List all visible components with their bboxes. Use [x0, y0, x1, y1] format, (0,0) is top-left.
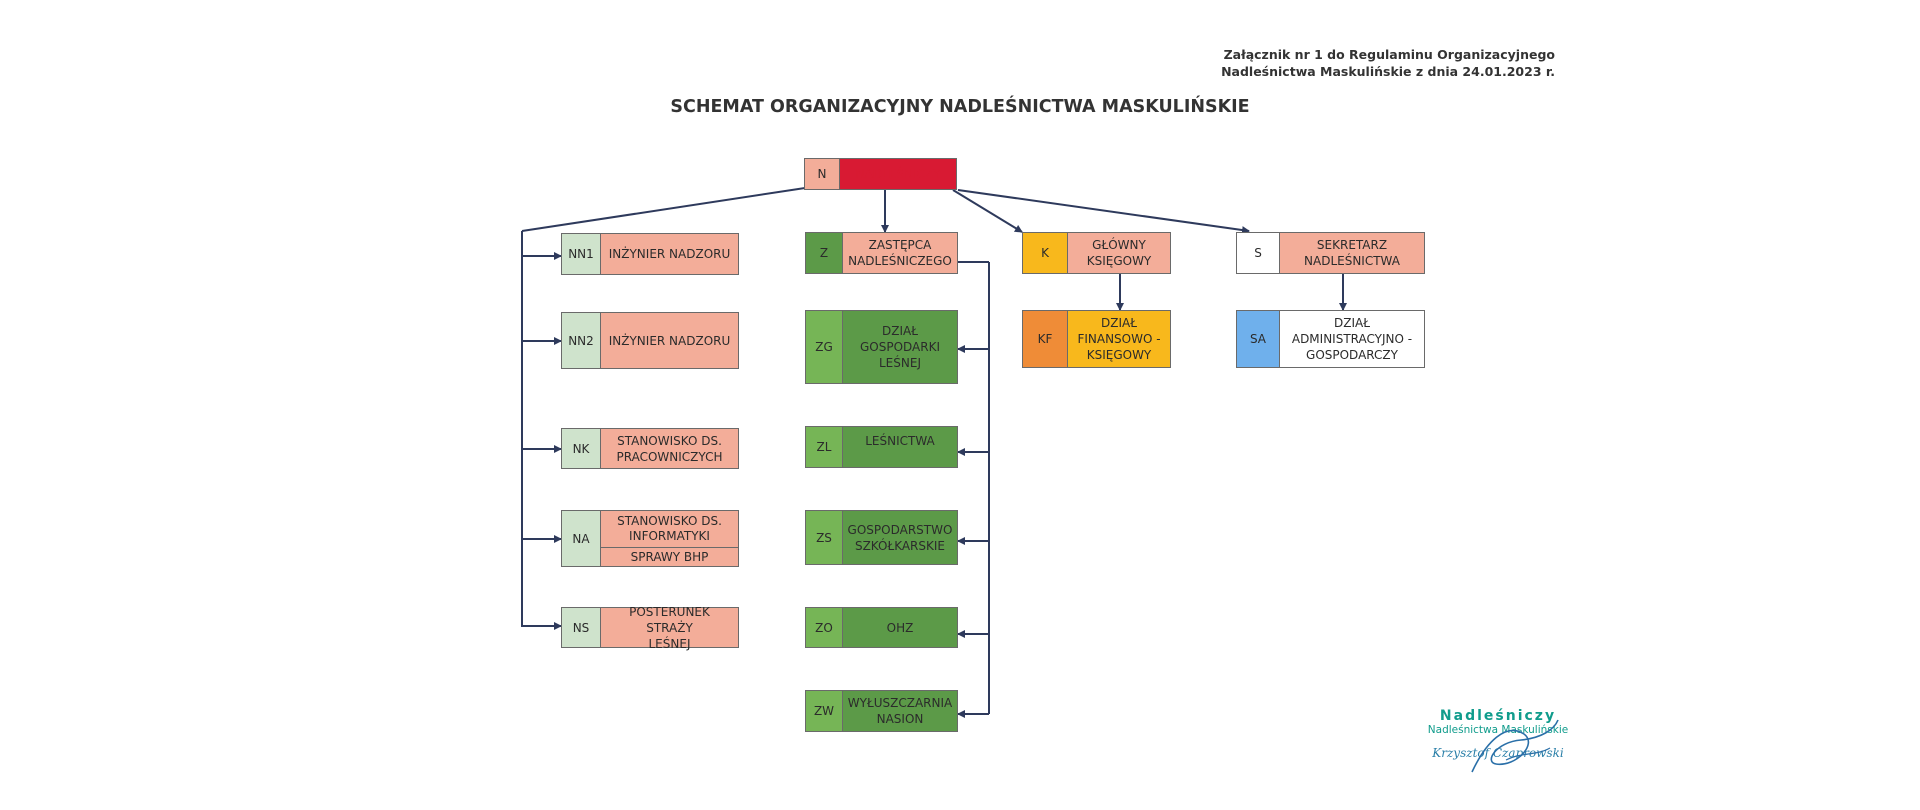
unit-code: NK: [562, 429, 601, 468]
unit-label: DZIAŁ ADMINISTRACYJNO - GOSPODARCZY: [1280, 311, 1424, 367]
unit-label: DZIAŁ GOSPODARKI LEŚNEJ: [843, 311, 957, 383]
unit-label: GOSPODARSTWO SZKÓŁKARSKIE: [843, 511, 957, 564]
unit-zl: ZL LEŚNICTWA: [805, 426, 958, 468]
unit-zw: ZW WYŁUSZCZARNIA NASION: [805, 690, 958, 732]
unit-nn1: NN1 INŻYNIER NADZORU: [561, 233, 739, 275]
unit-label: POSTERUNEK STRAŻY LEŚNEJ: [601, 605, 738, 651]
unit-nk: NK STANOWISKO DS. PRACOWNICZYCH: [561, 428, 739, 469]
unit-code: NS: [562, 608, 601, 647]
unit-code: ZW: [806, 691, 843, 731]
unit-label: OHZ: [843, 608, 957, 647]
unit-ns: NS POSTERUNEK STRAŻY LEŚNEJ: [561, 605, 739, 651]
unit-code: ZO: [806, 608, 843, 647]
unit-label: ZASTĘPCA NADLEŚNICZEGO: [843, 233, 957, 273]
unit-label: INŻYNIER NADZORU: [601, 234, 738, 274]
unit-code: ZS: [806, 511, 843, 564]
unit-label: GŁÓWNY KSIĘGOWY: [1068, 233, 1170, 273]
connector-n-staff: [521, 187, 806, 232]
unit-sublabel: SPRAWY BHP: [601, 547, 738, 566]
unit-nn2: NN2 INŻYNIER NADZORU: [561, 312, 739, 369]
unit-k: K GŁÓWNY KSIĘGOWY: [1022, 232, 1171, 274]
attachment-line-2: Nadleśnictwa Maskulińskie z dnia 24.01.2…: [1221, 64, 1555, 79]
connector-n-k: [952, 189, 1023, 233]
unit-code: NN1: [562, 234, 601, 274]
unit-label: LEŚNICTWA: [843, 427, 957, 467]
unit-code: K: [1023, 233, 1068, 273]
unit-kf: KF DZIAŁ FINANSOWO - KSIĘGOWY: [1022, 310, 1171, 368]
unit-label-split: STANOWISKO DS. INFORMATYKI SPRAWY BHP: [601, 511, 738, 566]
unit-zg: ZG DZIAŁ GOSPODARKI LEŚNEJ: [805, 310, 958, 384]
stamp-name: Krzysztof Czaprowski: [1432, 746, 1564, 760]
unit-zs: ZS GOSPODARSTWO SZKÓŁKARSKIE: [805, 510, 958, 565]
unit-label: WYŁUSZCZARNIA NASION: [843, 691, 957, 731]
unit-code: NA: [562, 511, 601, 566]
connector-n-s: [957, 189, 1250, 234]
unit-label: SEKRETARZ NADLEŚNICTWA: [1280, 233, 1424, 273]
page-title: SCHEMAT ORGANIZACYJNY NADLEŚNICTWA MASKU…: [670, 97, 1250, 117]
unit-code: KF: [1023, 311, 1068, 367]
unit-label: STANOWISKO DS. PRACOWNICZYCH: [601, 429, 738, 468]
unit-code: ZL: [806, 427, 843, 467]
stamp-organization: Nadleśnictwa Maskulińskie: [1427, 724, 1569, 736]
unit-sa: SA DZIAŁ ADMINISTRACYJNO - GOSPODARCZY: [1236, 310, 1425, 368]
attachment-line-1: Załącznik nr 1 do Regulaminu Organizacyj…: [1223, 47, 1555, 62]
unit-code: ZG: [806, 311, 843, 383]
unit-code: SA: [1237, 311, 1280, 367]
unit-s: S SEKRETARZ NADLEŚNICTWA: [1236, 232, 1425, 274]
unit-label: STANOWISKO DS. INFORMATYKI: [617, 514, 722, 543]
unit-label: INŻYNIER NADZORU: [601, 313, 738, 368]
handwritten-signature-icon: [1471, 719, 1559, 773]
unit-code: N: [805, 159, 840, 189]
attachment-note: Załącznik nr 1 do Regulaminu Organizacyj…: [1221, 46, 1555, 80]
unit-zo: ZO OHZ: [805, 607, 958, 648]
unit-label: DZIAŁ FINANSOWO - KSIĘGOWY: [1068, 311, 1170, 367]
stamp-title: Nadleśniczy: [1439, 708, 1557, 724]
unit-code: NN2: [562, 313, 601, 368]
unit-code: Z: [806, 233, 843, 273]
unit-z: Z ZASTĘPCA NADLEŚNICZEGO: [805, 232, 958, 274]
unit-n: N NADLEŚNICZY: [804, 158, 957, 190]
unit-na: NA STANOWISKO DS. INFORMATYKI SPRAWY BHP: [561, 510, 739, 567]
unit-label: NADLEŚNICZY: [840, 159, 956, 189]
unit-code: S: [1237, 233, 1280, 273]
signature-stamp: Nadleśniczy Nadleśnictwa Maskulińskie Kr…: [1418, 708, 1578, 760]
